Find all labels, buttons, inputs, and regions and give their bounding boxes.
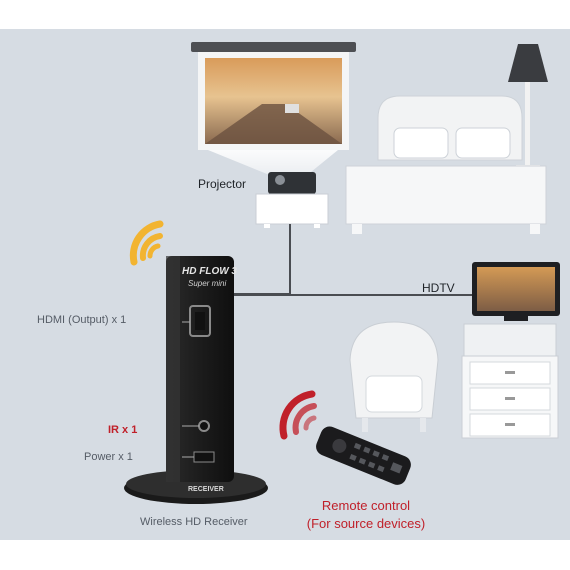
dresser — [461, 323, 559, 439]
armchair — [349, 321, 439, 432]
receiver-caption: Wireless HD Receiver — [140, 516, 248, 528]
hdtv — [472, 262, 560, 321]
device-model: Super mini — [188, 279, 227, 288]
power-label: Power x 1 — [84, 451, 133, 463]
remote-signal-icon — [279, 390, 317, 440]
remote-control — [316, 426, 411, 485]
remote-control-label-line1: Remote control — [321, 498, 411, 513]
projector-label: Projector — [198, 177, 247, 191]
hdtv-label: HDTV — [422, 281, 455, 295]
hdmi-output-label: HDMI (Output) x 1 — [37, 314, 127, 326]
hdmi-port — [189, 305, 211, 337]
projector-screen — [191, 42, 356, 150]
projection-beam — [208, 150, 338, 176]
device-brand: HD FLOW 3 — [182, 266, 237, 277]
power-port — [193, 451, 215, 463]
remote-control-label-line2: (For source devices) — [306, 516, 426, 531]
remote-control-label: Remote control (For source devices) — [292, 497, 440, 533]
ir-label: IR x 1 — [108, 424, 138, 436]
device-badge: RECEIVER — [188, 486, 224, 493]
bed — [345, 95, 547, 234]
ir-port — [198, 420, 210, 432]
wifi-signal-icon — [129, 220, 164, 266]
wireless-hd-receiver — [166, 256, 234, 482]
projector — [255, 172, 329, 228]
